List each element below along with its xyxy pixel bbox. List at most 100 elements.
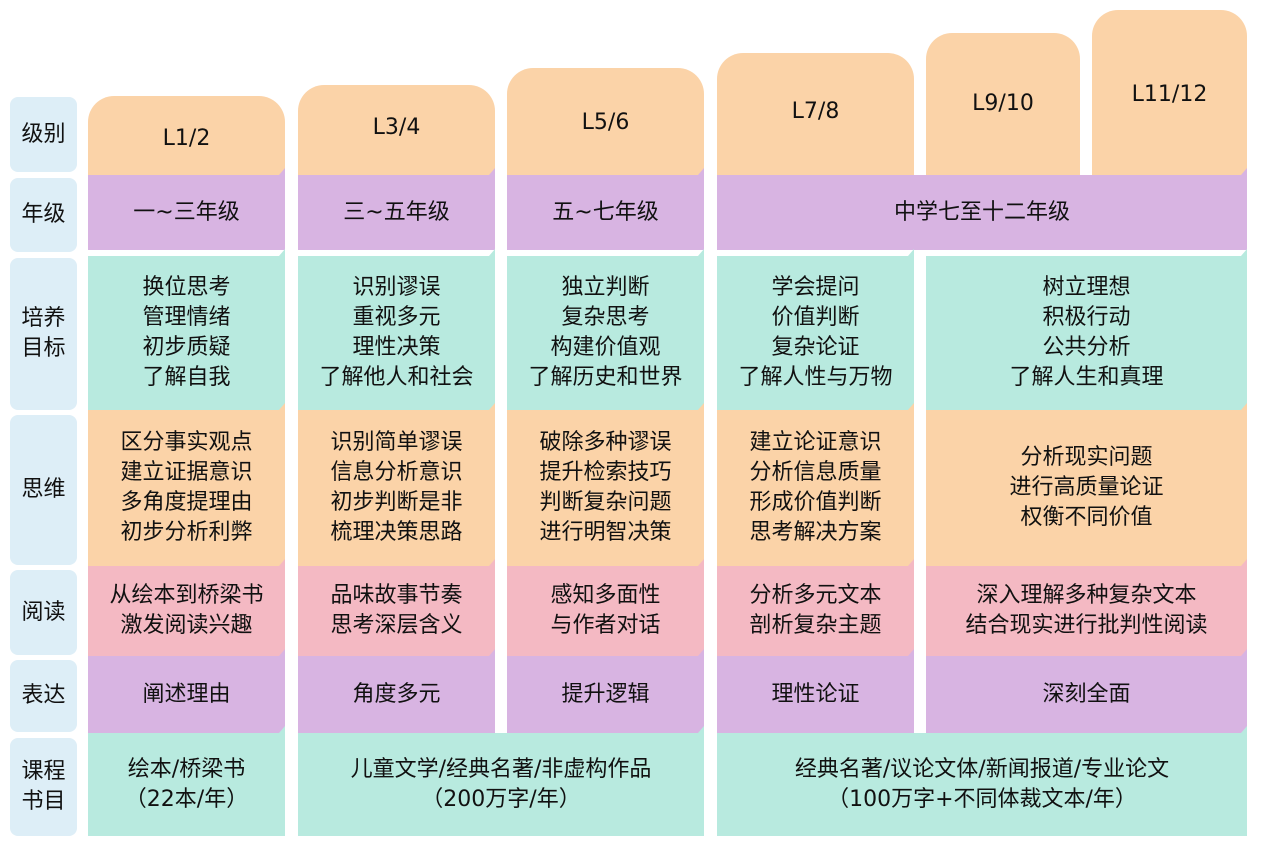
cell-text: 经典名著/议论文体/新闻报道/专业论文 <box>794 756 1170 782</box>
cell-text: 提升逻辑 <box>561 681 650 707</box>
cell-text: 品味故事节奏 <box>330 583 463 608</box>
cell-text: （200万字/年） <box>421 786 581 812</box>
cell-text: 分析现实问题 <box>1020 445 1153 470</box>
cell-text: （22本/年） <box>124 786 249 812</box>
cell-text: 感知多面性 <box>550 583 661 608</box>
row-label-expression: 表达 <box>10 660 77 732</box>
reading-cell: 深入理解多种复杂文本结合现实进行批判性阅读 <box>926 559 1247 656</box>
cell-text: L1/2 <box>162 126 211 151</box>
cell-text: 价值判断 <box>771 305 860 330</box>
cell-text: 梳理决策思路 <box>330 520 463 545</box>
cell-text: L11/12 <box>1131 82 1208 107</box>
cell-text: 判断复杂问题 <box>539 490 672 515</box>
thinking-cell: 识别简单谬误信息分析意识初步判断是非梳理决策思路 <box>298 403 495 566</box>
cell-text: 了解人生和真理 <box>1009 365 1164 390</box>
row-label-level: 级别 <box>10 97 77 172</box>
cell-text: 进行高质量论证 <box>1009 475 1164 500</box>
cell-text: 与作者对话 <box>550 613 661 638</box>
cell-text: 思考解决方案 <box>749 520 882 545</box>
label-text: 级别 <box>21 121 66 147</box>
cell-text: L7/8 <box>791 99 840 124</box>
thinking-cell: 区分事实观点建立证据意识多角度提理由初步分析利弊 <box>88 403 285 566</box>
cell-text: L9/10 <box>972 91 1034 116</box>
cell-text: 三~五年级 <box>343 199 450 225</box>
label-text: 书目 <box>21 789 66 814</box>
cell-text: 识别简单谬误 <box>330 430 463 455</box>
cell-text: 多角度提理由 <box>120 490 253 515</box>
label-text: 课程 <box>21 759 66 784</box>
label-text: 阅读 <box>21 599 66 625</box>
cell-text: L3/4 <box>372 115 421 140</box>
books-cell: 绘本/桥梁书（22本/年） <box>88 726 285 836</box>
cell-text: 破除多种谬误 <box>539 430 672 455</box>
cell-text: 建立证据意识 <box>120 460 253 485</box>
cell-text: 剖析复杂主题 <box>749 613 882 638</box>
level-header: L3/4 <box>298 85 495 175</box>
cell-text: L5/6 <box>581 110 630 135</box>
cell-text: 初步分析利弊 <box>120 520 253 545</box>
reading-cell: 分析多元文本剖析复杂主题 <box>717 559 914 656</box>
expression-cell: 深刻全面 <box>926 649 1247 733</box>
cell-text: 了解他人和社会 <box>319 365 474 390</box>
cell-text: 学会提问 <box>771 275 860 300</box>
goals-cell: 换位思考管理情绪初步质疑了解自我 <box>88 249 285 410</box>
grade-cell: 三~五年级 <box>298 168 495 250</box>
label-text: 年级 <box>21 202 66 227</box>
level-header: L5/6 <box>507 68 704 175</box>
cell-text: 思考深层含义 <box>330 613 463 638</box>
cell-text: 建立论证意识 <box>749 430 882 455</box>
expression-cell: 理性论证 <box>717 649 914 733</box>
goals-cell: 独立判断复杂思考构建价值观了解历史和世界 <box>507 249 704 410</box>
goals-cell: 树立理想积极行动公共分析了解人生和真理 <box>926 249 1247 410</box>
cell-text: 复杂思考 <box>561 305 650 330</box>
level-header: L9/10 <box>926 33 1080 175</box>
cell-text: 初步判断是非 <box>330 490 463 515</box>
cell-text: 理性论证 <box>771 681 860 707</box>
grade-cell: 一~三年级 <box>88 168 285 250</box>
thinking-cell: 分析现实问题进行高质量论证权衡不同价值 <box>926 403 1247 566</box>
reading-cell: 从绘本到桥梁书激发阅读兴趣 <box>88 559 285 656</box>
cell-text: 激发阅读兴趣 <box>120 613 253 638</box>
row-label-grade: 年级 <box>10 178 77 252</box>
cell-text: 深入理解多种复杂文本 <box>976 583 1197 608</box>
cell-text: 了解人性与万物 <box>738 365 893 390</box>
level-header: L11/12 <box>1092 10 1247 175</box>
cell-text: 识别谬误 <box>352 275 441 300</box>
cell-text: 管理情绪 <box>142 305 231 330</box>
goals-cell: 学会提问价值判断复杂论证了解人性与万物 <box>717 249 914 410</box>
thinking-cell: 建立论证意识分析信息质量形成价值判断思考解决方案 <box>717 403 914 566</box>
cell-text: 积极行动 <box>1042 305 1131 330</box>
level-header: L7/8 <box>717 53 914 175</box>
cell-text: 五~七年级 <box>552 199 659 225</box>
cell-text: 独立判断 <box>561 275 650 300</box>
cell-text: 从绘本到桥梁书 <box>109 583 264 608</box>
cell-text: 区分事实观点 <box>120 430 253 455</box>
cell-text: 权衡不同价值 <box>1020 505 1153 530</box>
expression-cell: 阐述理由 <box>88 649 285 733</box>
cell-text: 换位思考 <box>142 275 231 300</box>
cell-text: 进行明智决策 <box>539 520 672 545</box>
cell-text: 分析多元文本 <box>749 583 882 608</box>
cell-text: 公共分析 <box>1042 335 1131 360</box>
cell-text: 一~三年级 <box>133 199 240 225</box>
row-label-goals: 培养目标 <box>10 258 77 410</box>
cell-text: 角度多元 <box>352 681 441 707</box>
label-text: 思维 <box>21 477 66 502</box>
expression-cell: 角度多元 <box>298 649 495 733</box>
cell-text: 了解历史和世界 <box>528 365 683 390</box>
row-label-books: 课程书目 <box>10 738 77 836</box>
goals-cell: 识别谬误重视多元理性决策了解他人和社会 <box>298 249 495 410</box>
thinking-cell: 破除多种谬误提升检索技巧判断复杂问题进行明智决策 <box>507 403 704 566</box>
reading-cell: 感知多面性与作者对话 <box>507 559 704 656</box>
row-label-thinking: 思维 <box>10 415 77 565</box>
cell-text: 中学七至十二年级 <box>893 199 1070 225</box>
cell-text: 结合现实进行批判性阅读 <box>965 613 1208 638</box>
cell-text: 树立理想 <box>1042 275 1131 300</box>
cell-text: 重视多元 <box>352 305 441 330</box>
reading-cell: 品味故事节奏思考深层含义 <box>298 559 495 656</box>
label-text: 目标 <box>21 336 66 361</box>
cell-text: 了解自我 <box>142 365 231 390</box>
cell-text: 初步质疑 <box>142 335 231 360</box>
grade-cell: 五~七年级 <box>507 168 704 250</box>
